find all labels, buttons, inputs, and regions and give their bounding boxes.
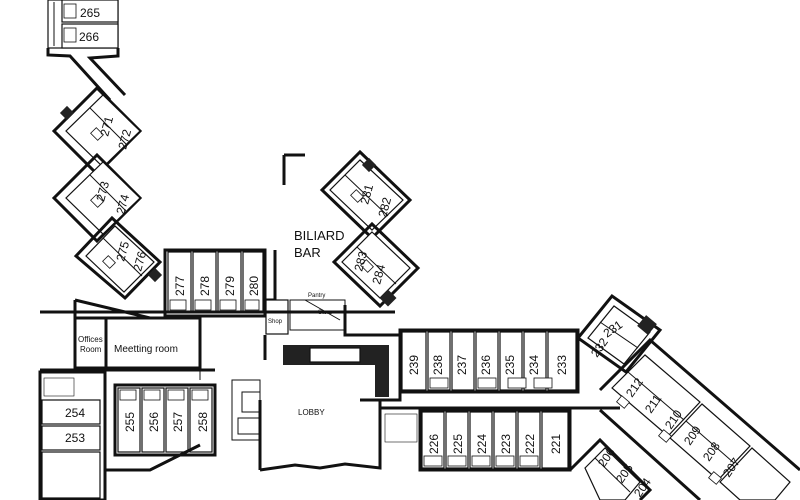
room-283: 283	[351, 249, 370, 272]
room-266: 266	[79, 30, 99, 44]
offices-room-label: Room	[80, 345, 102, 354]
room-280: 280	[247, 276, 261, 296]
wing-left-diagonal	[51, 85, 163, 301]
wing-right-diagonal	[568, 293, 800, 500]
room-239: 239	[407, 355, 421, 375]
lobby-label: LOBBY	[298, 408, 325, 417]
meeting-room-label: Meetting room	[114, 344, 178, 355]
meeting-offices	[40, 316, 215, 372]
room-272: 272	[115, 127, 134, 150]
room-225: 225	[451, 434, 465, 454]
room-277: 277	[173, 276, 187, 296]
area-labels: BILIARD BAR Pantry Store Shop Offices Ro…	[78, 228, 345, 417]
room-222: 222	[523, 434, 537, 454]
room-273: 273	[93, 179, 112, 202]
room-256: 256	[147, 412, 161, 432]
room-278: 278	[198, 276, 212, 296]
room-254: 254	[65, 406, 85, 420]
room-271: 271	[97, 114, 116, 137]
room-238: 238	[431, 355, 445, 375]
rooms-277-280	[163, 248, 267, 318]
room-276: 276	[130, 249, 149, 272]
room-223: 223	[499, 434, 513, 454]
room-258: 258	[196, 412, 210, 432]
room-253: 253	[65, 431, 85, 445]
rooms-253-258	[38, 370, 217, 500]
shop-label: Shop	[268, 319, 283, 325]
room-282: 282	[375, 195, 394, 218]
biliard-label: BILIARD	[294, 228, 345, 243]
room-235: 235	[503, 355, 517, 375]
room-274: 274	[113, 192, 132, 215]
room-275: 275	[113, 239, 132, 262]
wing-center-diagonal	[319, 149, 421, 309]
room-237: 237	[455, 355, 469, 375]
store-label: Store	[318, 310, 333, 316]
room-265: 265	[80, 6, 100, 20]
room-221: 221	[549, 434, 563, 454]
pantry-label: Pantry	[308, 293, 325, 299]
room-226: 226	[427, 434, 441, 454]
room-279: 279	[223, 276, 237, 296]
rooms-221-239	[380, 328, 620, 472]
wing-top-left	[46, 0, 127, 102]
bar-label: BAR	[294, 245, 321, 260]
room-236: 236	[479, 355, 493, 375]
room-257: 257	[171, 412, 185, 432]
room-284: 284	[369, 262, 388, 285]
offices-label: Offices	[78, 335, 103, 344]
room-233: 233	[555, 355, 569, 375]
room-281: 281	[357, 182, 376, 205]
room-234: 234	[527, 355, 541, 375]
room-255: 255	[123, 412, 137, 432]
room-224: 224	[475, 434, 489, 454]
